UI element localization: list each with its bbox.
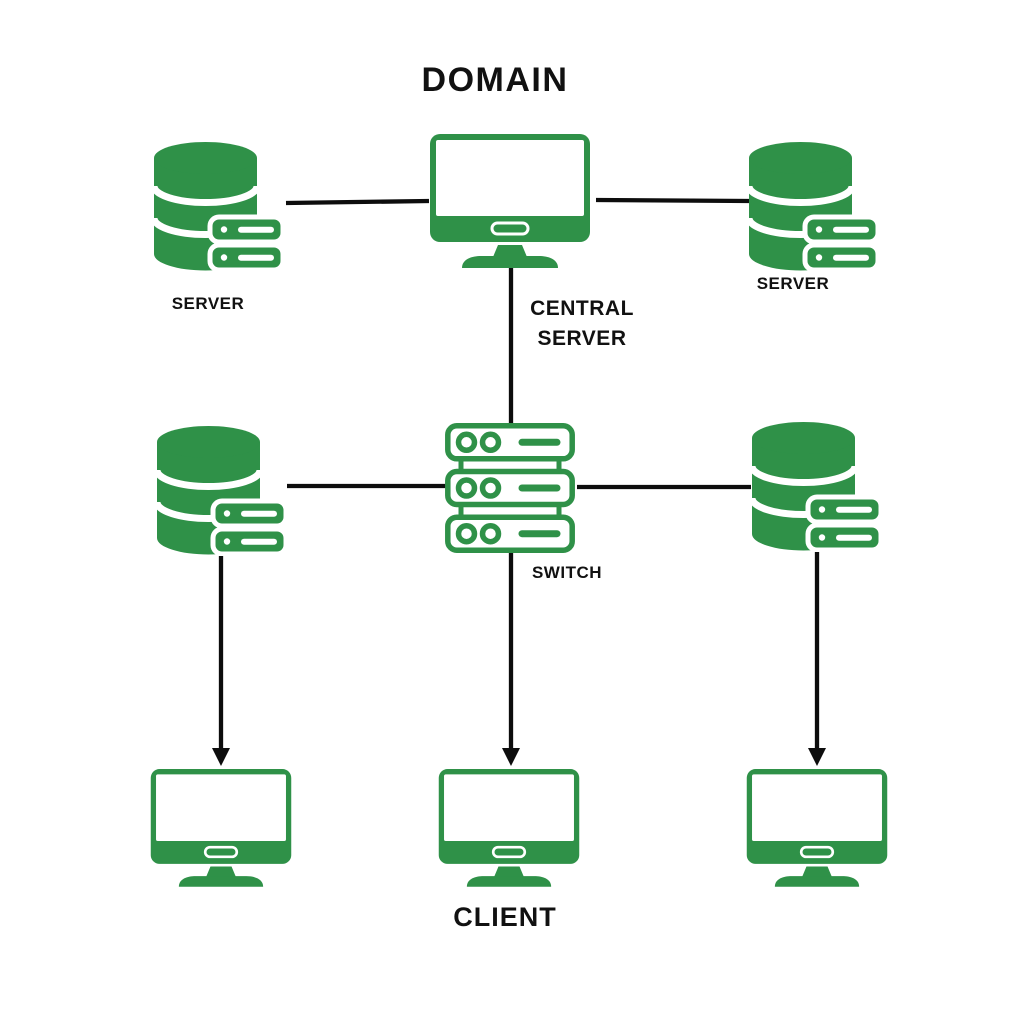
database-server-icon	[750, 420, 883, 552]
monitor-icon	[149, 767, 293, 887]
switch-node	[445, 423, 575, 553]
diagram-title: DOMAIN	[421, 61, 569, 99]
central-server-label: CENTRAL SERVER	[497, 294, 667, 354]
client-left-node	[149, 767, 293, 887]
client-center-node	[437, 767, 581, 887]
monitor-icon	[437, 767, 581, 887]
line-central-serverright	[595, 197, 750, 204]
database-server-icon	[155, 424, 288, 556]
central-server-node	[428, 132, 592, 268]
server-top-right-label: SERVER	[756, 274, 830, 293]
arrowhead-left	[212, 748, 230, 766]
database-server-icon	[747, 140, 880, 272]
arrowhead-center	[502, 748, 520, 766]
database-mid-right-node	[750, 420, 883, 552]
database-mid-left-node	[155, 424, 288, 556]
monitor-icon	[428, 132, 592, 268]
database-server-icon	[152, 140, 285, 272]
server-top-left-label: SERVER	[171, 294, 245, 313]
monitor-icon	[745, 767, 889, 887]
client-label: CLIENT	[453, 902, 557, 932]
arrowhead-right	[808, 748, 826, 766]
server-top-right-node	[747, 140, 880, 272]
switch-label: SWITCH	[531, 563, 603, 582]
central-server-label-line2: SERVER	[537, 327, 627, 350]
central-server-label-line1: CENTRAL	[530, 297, 634, 320]
network-switch-icon	[445, 423, 575, 553]
client-right-node	[745, 767, 889, 887]
line-serverleft-central	[285, 198, 430, 206]
server-top-left-node	[152, 140, 285, 272]
